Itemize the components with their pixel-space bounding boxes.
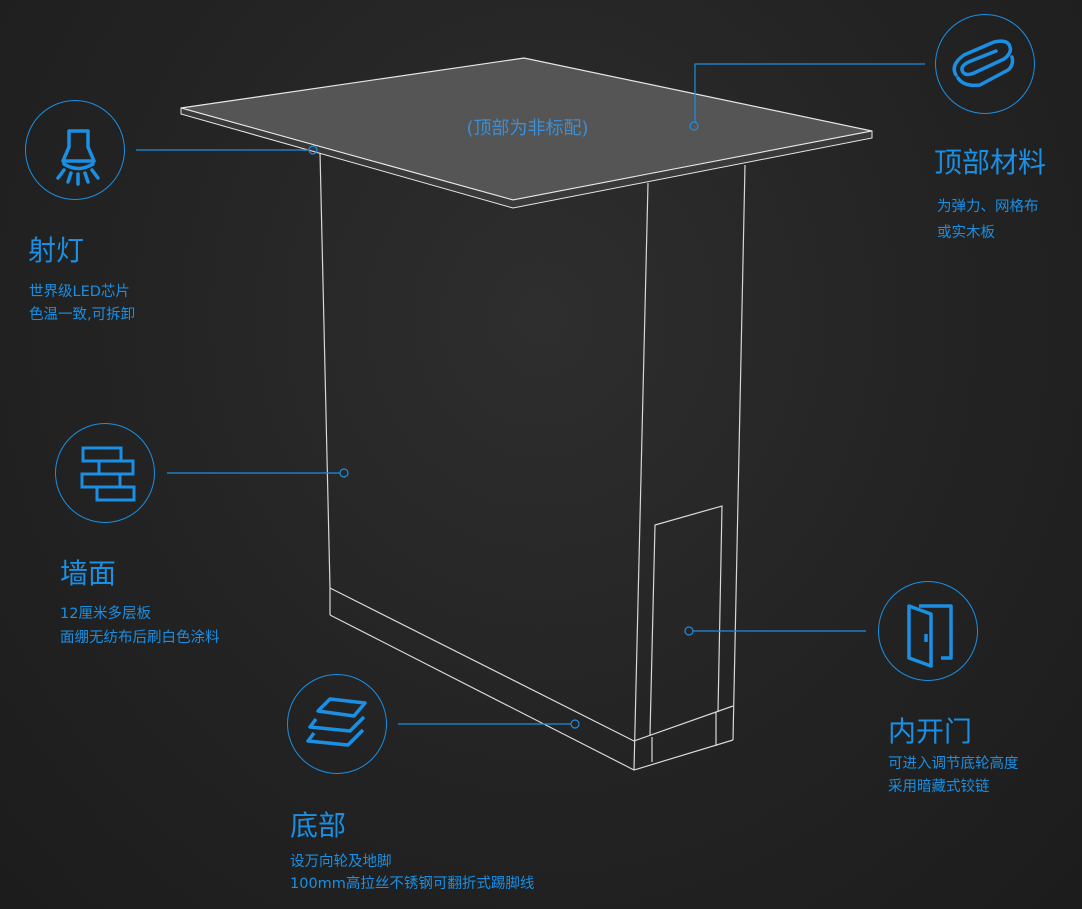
door-icon-circle <box>878 581 978 681</box>
top-material-title: 顶部材料 <box>934 146 1047 179</box>
top-material-icon-circle <box>935 14 1035 114</box>
spotlight-desc-2: 色温一致,可拆卸 <box>29 307 136 323</box>
base-icon-circle <box>287 674 387 774</box>
top-material-desc-1: 为弹力、网格布 <box>937 199 1039 215</box>
door-icon <box>907 604 953 668</box>
wall-icon-circle <box>55 423 155 523</box>
booth-wireframe <box>319 151 746 771</box>
layers-icon <box>306 697 367 747</box>
door-outline <box>649 505 723 736</box>
spotlight-title: 射灯 <box>28 234 85 267</box>
door-desc-2: 采用暗藏式铰链 <box>888 779 990 795</box>
top-optional-note: (顶部为非标配) <box>466 118 589 139</box>
door-title: 内开门 <box>888 715 973 748</box>
spotlight-icon-circle <box>25 100 125 200</box>
spotlight-desc-1: 世界级LED芯片 <box>29 284 130 300</box>
lamp-icon <box>56 129 100 186</box>
base-desc-1: 设万向轮及地脚 <box>290 854 392 870</box>
top-panel <box>180 57 873 209</box>
top-material-desc-2: 或实木板 <box>937 225 995 241</box>
brick-wall-icon <box>80 446 136 502</box>
folded-fabric-icon <box>952 39 1015 88</box>
wall-title: 墙面 <box>60 557 117 590</box>
base-desc-2: 100mm高拉丝不锈钢可翻折式踢脚线 <box>290 876 535 892</box>
wall-desc-1: 12厘米多层板 <box>60 606 151 622</box>
wall-desc-2: 面绷无纺布后刷白色涂料 <box>60 630 220 646</box>
base-title: 底部 <box>290 809 347 842</box>
door-desc-1: 可进入调节底轮高度 <box>888 756 1019 772</box>
leader-lines <box>136 63 925 729</box>
